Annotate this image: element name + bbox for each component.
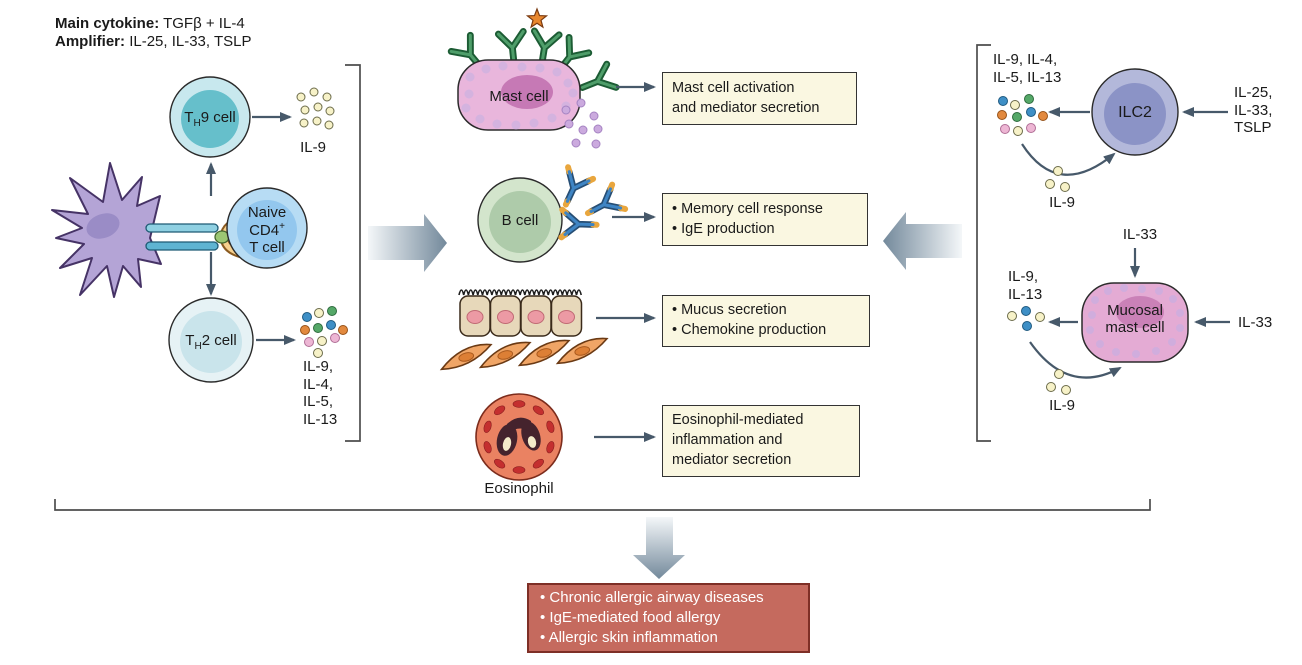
ilc2-products-label: IL-9, IL-4,IL-5, IL-13 (993, 51, 1062, 86)
main-cytokine-label: Main cytokine: (55, 15, 160, 32)
disease-outcomes-box: • Chronic allergic airway diseases • IgE… (527, 583, 810, 653)
big-arrow-left-icon (883, 212, 962, 270)
smooth-muscle-cells (439, 337, 609, 371)
il33-top-label: IL-33 (1122, 226, 1158, 243)
cytokine-dots-mmc (1007, 306, 1045, 331)
ilc2-cell (1091, 68, 1179, 156)
ilc2-inputs-label: IL-25,IL-33,TSLP (1234, 84, 1273, 137)
mmc-products-label: IL-9,IL-13 (1008, 268, 1043, 303)
figure-header: Main cytokine: TGFβ + IL-4 Amplifier: IL… (55, 15, 252, 50)
mucosal-mast-cell (1081, 282, 1189, 363)
il9-dots-th9 (296, 87, 335, 130)
arrow-il9-autocrine-ilc2 (1021, 143, 1116, 176)
il9-dots-mmc-loop (1046, 369, 1071, 395)
b-cell (477, 167, 625, 263)
th2-cell-label: TH2 cell (185, 332, 237, 352)
eosinophil-nucleus (496, 417, 541, 456)
b-cell-label: B cell (501, 212, 539, 229)
il9-dots-ilc2-loop (1045, 166, 1070, 192)
il33-right-label: IL-33 (1238, 314, 1273, 331)
bottom-group-bracket (54, 499, 1151, 511)
outcome-box-epithelium: • Mucus secretion• Chemokine production (662, 295, 870, 347)
mast-cell-label: Mast cell (489, 88, 549, 105)
th9-cell-label: TH9 cell (184, 109, 236, 129)
ilc2-cell-label: ILC2 (1118, 104, 1152, 121)
il9-label-mmc-loop: IL-9 (1049, 397, 1075, 414)
il9-label-th9: IL-9 (300, 139, 326, 156)
mediator-dots (561, 98, 603, 149)
th2-cytokines-list: IL-9, IL-4, IL-5, IL-13 (303, 358, 338, 429)
right-group-bracket (976, 44, 991, 442)
naive-cd4-label: Naive CD4+ T cell (247, 204, 287, 257)
eosinophil-label: Eosinophil (484, 480, 554, 497)
cytokine-dots-th2 (300, 306, 348, 358)
eosinophil-cell (475, 393, 563, 481)
left-group-bracket (345, 64, 361, 442)
th2-cell (168, 297, 254, 383)
antigen-star-icon (525, 7, 549, 29)
outcome-box-bcell: • Memory cell response• IgE production (662, 193, 868, 246)
big-arrow-down-icon (633, 517, 685, 579)
arrow-il9-autocrine-mmc (1029, 341, 1122, 379)
il9-label-ilc2-loop: IL-9 (1049, 194, 1075, 211)
th9-cell (169, 76, 251, 158)
amplifier-label: Amplifier: (55, 32, 126, 50)
dendritic-cell (51, 162, 162, 298)
cilia (458, 289, 582, 296)
epithelium (458, 289, 583, 337)
mast-cell (451, 7, 616, 149)
big-arrow-right-icon (368, 214, 447, 272)
naive-cd4-t-cell (226, 187, 308, 269)
cytokine-dots-ilc2 (997, 94, 1048, 136)
